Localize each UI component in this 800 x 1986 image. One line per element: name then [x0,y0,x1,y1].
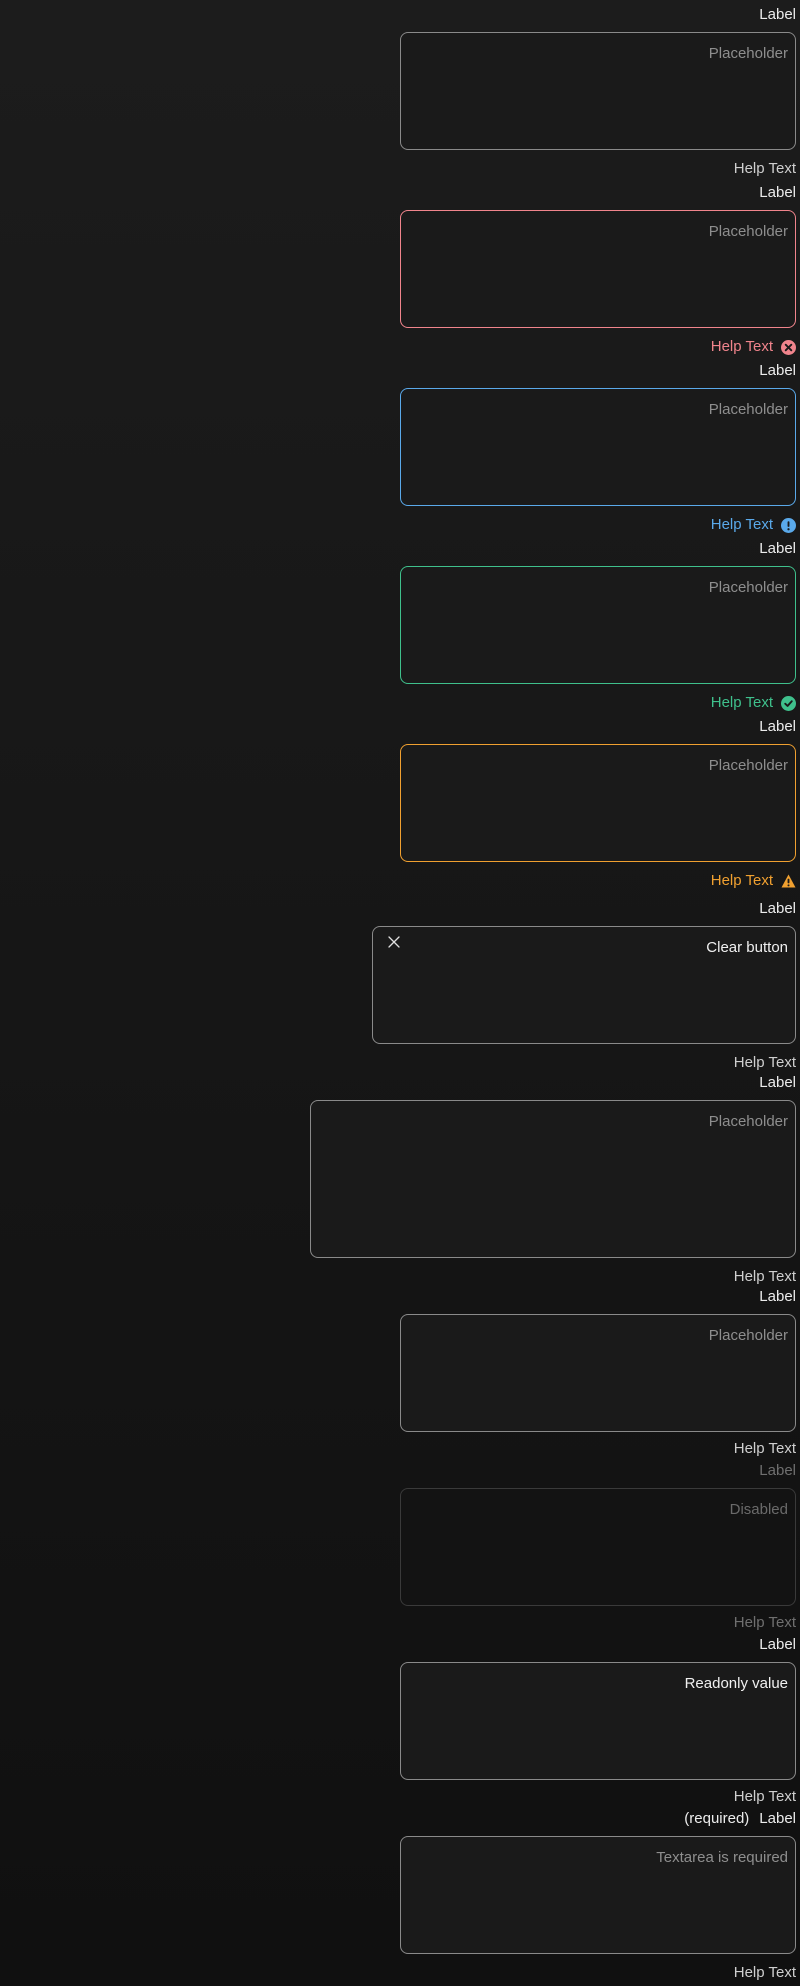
textarea-input-required[interactable]: Textarea is required [400,1836,796,1954]
textarea-input-success[interactable]: Placeholder [400,566,796,684]
textarea-placeholder: Placeholder [708,223,788,240]
field-label: Label [759,900,796,917]
textarea-input-with-clear[interactable]: Clear button [372,926,796,1044]
field-label-required: (required) Label [684,1810,796,1828]
textarea-field-default: Label Placeholder Help Text [400,6,796,188]
help-text-success: Help Text [711,694,796,712]
field-label: Label [759,1074,796,1091]
textarea-placeholder: Placeholder [708,757,788,774]
textarea-placeholder: Placeholder [708,45,788,62]
textarea-placeholder: Placeholder [708,401,788,418]
textarea-input[interactable]: Placeholder [400,1314,796,1432]
help-text-disabled: Help Text [733,1614,796,1631]
field-label: Label [759,184,796,201]
textarea-field-success: Label Placeholder Help Text [400,540,796,722]
textarea-field-clear-button: Label Clear button Help Text [372,900,796,1082]
help-text: Help Text [733,1964,796,1981]
textarea-field-readonly: Label Readonly value Help Text [400,1636,796,1818]
textarea-value: Clear button [706,939,788,956]
required-indicator: (required) [684,1810,750,1827]
textarea-placeholder: Disabled [729,1501,788,1518]
field-label-disabled: Label [759,1462,796,1479]
info-circle-icon [781,517,796,533]
field-label: Label [759,718,796,735]
field-label: Label [759,6,796,23]
textarea-input-warning[interactable]: Placeholder [400,744,796,862]
field-label-text: Label [759,1810,796,1827]
textarea-field-large: Label Placeholder Help Text [310,1074,796,1285]
textarea-input-info[interactable]: Placeholder [400,388,796,506]
warning-triangle-icon [781,874,796,888]
field-label: Label [759,540,796,557]
textarea-field-required: (required) Label Textarea is required Hel… [400,1810,796,1986]
textarea-field-info: Label Placeholder Help Text [400,362,796,544]
textarea-input-readonly[interactable]: Readonly value [400,1662,796,1780]
error-circle-x-icon [781,339,796,355]
help-text: Help Text [733,1268,796,1285]
help-text-warning: Help Text [711,872,796,890]
textarea-placeholder: Placeholder [708,1327,788,1344]
textarea-input-disabled: Disabled [400,1488,796,1606]
check-circle-icon [781,695,796,711]
help-text: Help Text [733,1440,796,1457]
textarea-placeholder: Placeholder [708,1113,788,1130]
field-label: Label [759,362,796,379]
field-label: Label [759,1636,796,1653]
textarea-field-warning: Label Placeholder Help Text [400,718,796,900]
textarea-input-large[interactable]: Placeholder [310,1100,796,1258]
textarea-value: Readonly value [684,1675,788,1692]
help-text: Help Text [733,1054,796,1071]
close-icon[interactable] [387,935,401,949]
textarea-field-plain: Label Placeholder Help Text [400,1288,796,1470]
textarea-input[interactable]: Placeholder [400,32,796,150]
textarea-placeholder: Placeholder [708,579,788,596]
textarea-field-error: Label Placeholder Help Text [400,184,796,366]
help-text-error: Help Text [711,338,796,356]
textarea-input-error[interactable]: Placeholder [400,210,796,328]
help-text: Help Text [733,1788,796,1805]
textarea-field-disabled: Label Disabled Help Text [400,1462,796,1644]
help-text-info: Help Text [711,516,796,534]
help-text: Help Text [733,160,796,177]
field-label: Label [759,1288,796,1305]
textarea-placeholder: Textarea is required [656,1849,788,1866]
